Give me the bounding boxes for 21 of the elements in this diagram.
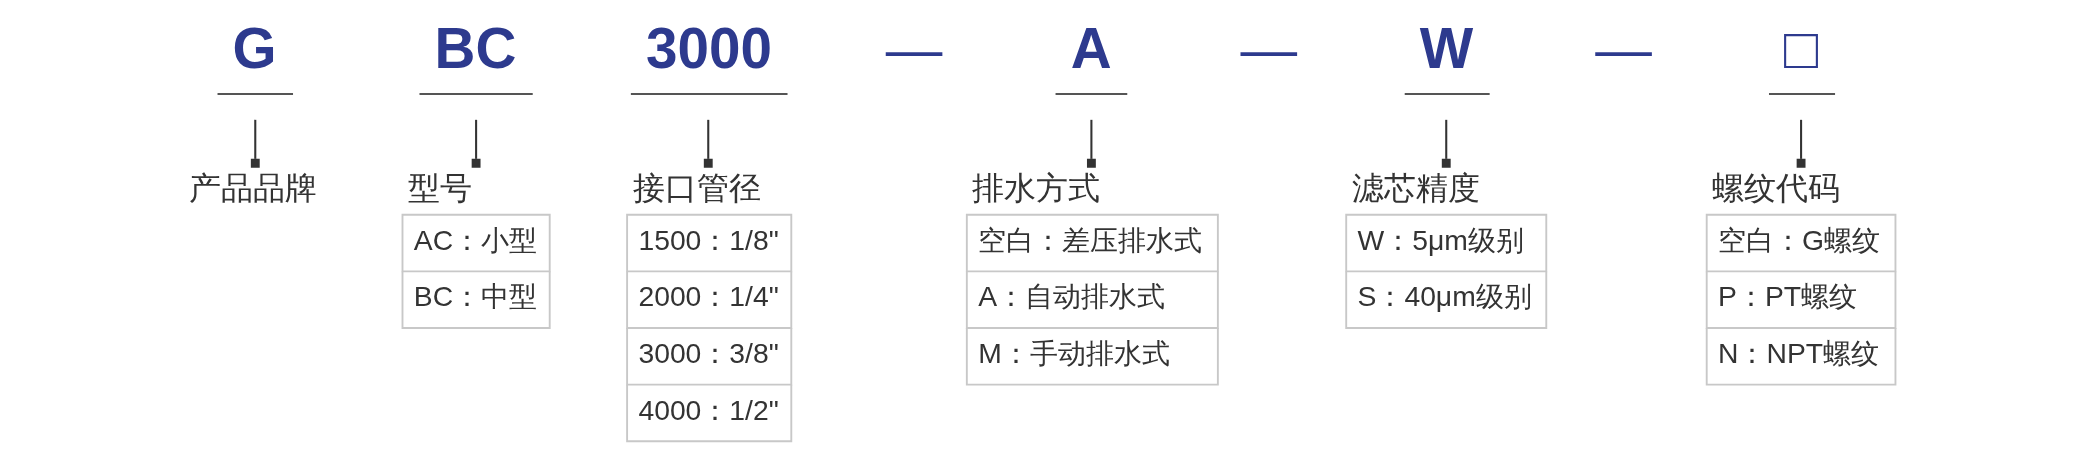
connector [250,119,260,168]
connector [1441,119,1451,168]
node-text: 3000 [645,16,772,80]
connector [471,119,481,168]
connector [703,119,713,168]
node-label: 螺纹代码 [1711,169,1840,206]
node-label: 排水方式 [972,169,1100,206]
node-text: W [1419,16,1473,80]
node-text: 产品品牌 [188,169,317,206]
node-text: BC [434,16,516,80]
node-text: □ [1783,16,1818,80]
connector [1086,119,1096,168]
label: — [1240,18,1297,82]
node-label: 滤芯精度 [1351,169,1480,206]
node-label: 接口管径 [632,169,761,206]
label: — [885,18,942,82]
node-text: G [232,16,277,80]
node-label: 型号 [407,169,472,206]
label: — [1594,18,1652,82]
connector [1796,119,1805,168]
node-text: A [1070,16,1112,80]
